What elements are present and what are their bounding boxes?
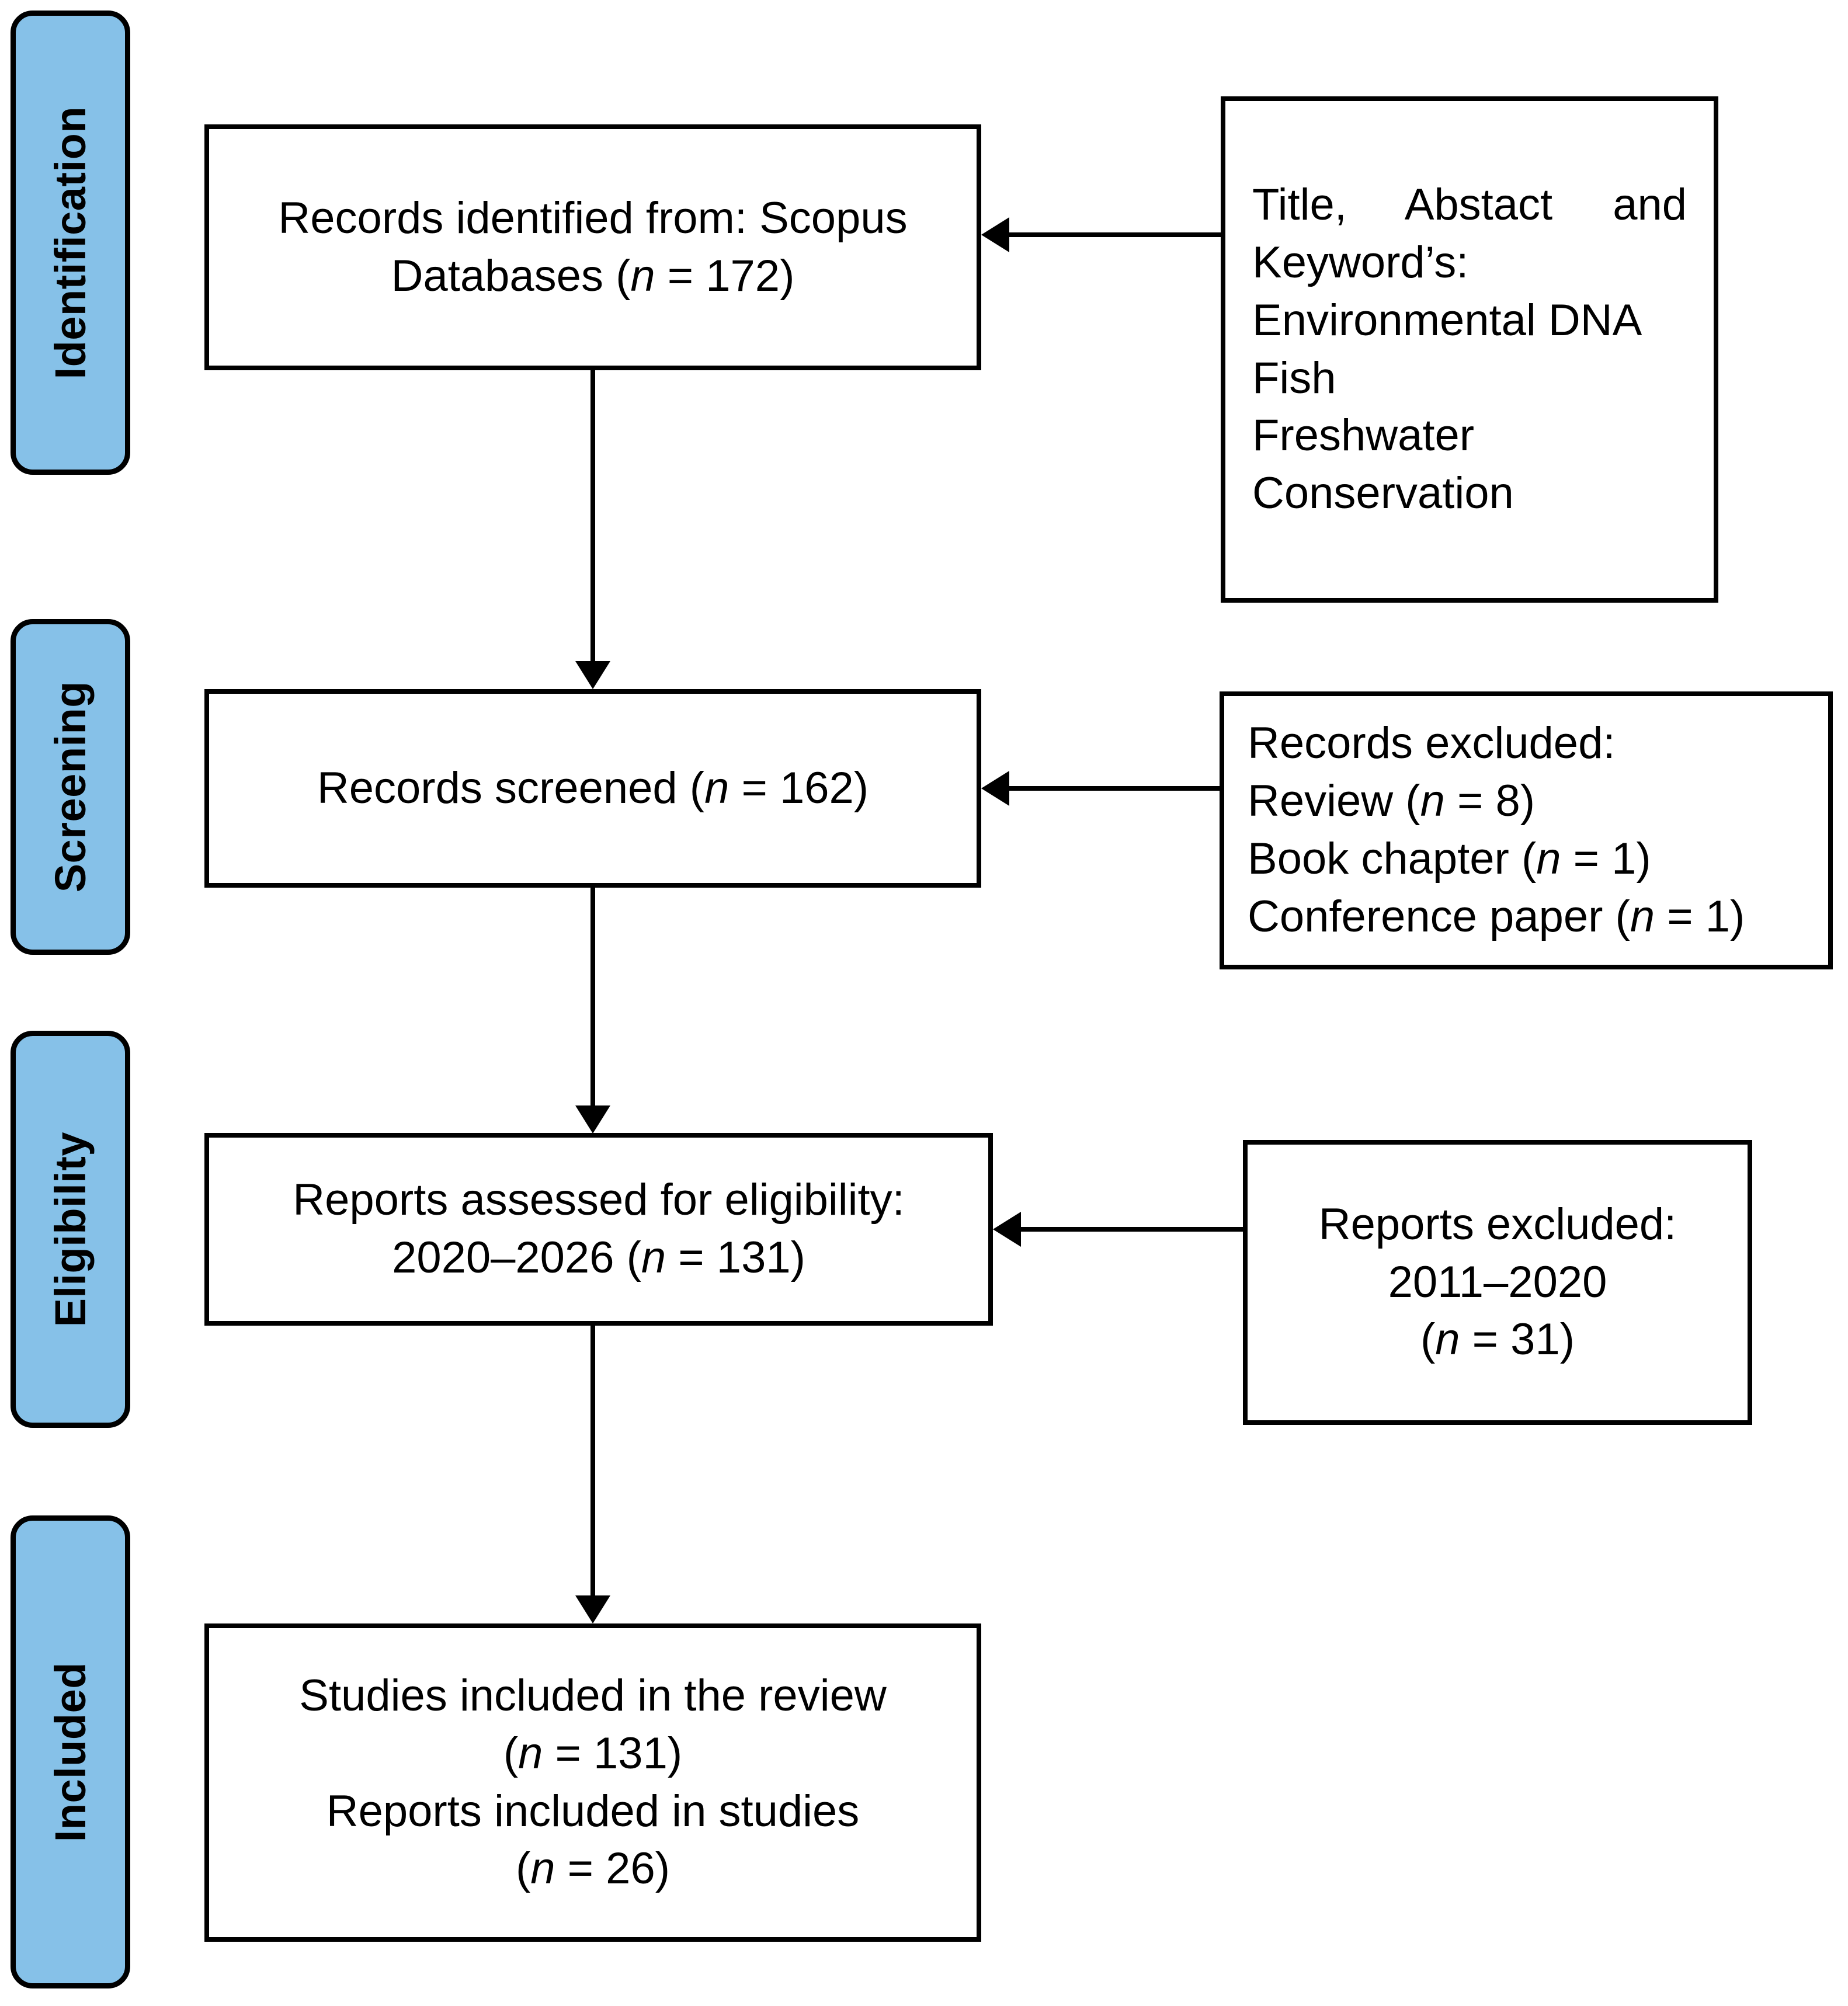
- box-records-excluded: Records excluded: Review (n = 8) Book ch…: [1220, 691, 1833, 969]
- records-excluded-line1: Records excluded:: [1248, 718, 1616, 769]
- box-records-identified: Records identified from: Scopus Database…: [204, 124, 981, 370]
- search-terms-line1: Title, Abstact and: [1252, 180, 1687, 230]
- records-excluded-line3: Book chapter (n = 1): [1248, 834, 1651, 884]
- connector-identified-to-screened: [590, 370, 595, 662]
- studies-included-line1: Studies included in the review: [299, 1670, 887, 1720]
- studies-included-line4: (n = 26): [515, 1844, 671, 1894]
- phase-bar-identification: Identification: [11, 11, 130, 475]
- reports-excluded-line3: (n = 31): [1420, 1315, 1575, 1365]
- arrowhead-reports-excluded-to-assessed: [993, 1212, 1021, 1247]
- box-search-terms-text: Title, Abstact and Keyword’s: Environmen…: [1225, 176, 1714, 523]
- box-records-screened: Records screened (n = 162): [204, 689, 981, 888]
- search-terms-line6: Conservation: [1252, 468, 1514, 519]
- records-screened-line1: Records screened (n = 162): [317, 763, 869, 813]
- connector-search-terms-to-identified: [1009, 232, 1221, 237]
- connector-assessed-to-included: [590, 1326, 595, 1597]
- box-records-screened-text: Records screened (n = 162): [209, 760, 977, 818]
- reports-excluded-line1: Reports excluded:: [1318, 1199, 1677, 1249]
- box-studies-included-text: Studies included in the review (n = 131)…: [209, 1667, 977, 1898]
- reports-excluded-line2: 2011–2020: [1388, 1257, 1607, 1307]
- phase-bar-screening: Screening: [11, 619, 130, 955]
- studies-included-line3: Reports included in studies: [326, 1786, 860, 1836]
- connector-reports-excluded-to-assessed: [1021, 1227, 1243, 1232]
- arrowhead-assessed-to-included: [575, 1595, 610, 1623]
- reports-assessed-line2: 2020–2026 (n = 131): [392, 1233, 805, 1282]
- arrowhead-search-terms-to-identified: [981, 217, 1009, 252]
- box-search-terms: Title, Abstact and Keyword’s: Environmen…: [1221, 96, 1718, 603]
- studies-included-line2: (n = 131): [503, 1728, 683, 1778]
- arrowhead-identified-to-screened: [575, 661, 610, 689]
- records-excluded-line2: Review (n = 8): [1248, 776, 1536, 826]
- box-reports-assessed: Reports assessed for eligibility: 2020–2…: [204, 1133, 993, 1326]
- arrowhead-records-excluded-to-screened: [981, 771, 1009, 806]
- search-terms-line3: Environmental DNA: [1252, 295, 1642, 345]
- box-records-identified-text: Records identified from: Scopus Database…: [209, 190, 977, 305]
- box-reports-excluded: Reports excluded: 2011–2020 (n = 31): [1243, 1140, 1752, 1425]
- phase-bar-included: Included: [11, 1515, 130, 1988]
- records-identified-line1: Records identified from: Scopus: [278, 193, 908, 243]
- records-excluded-line4: Conference paper (n = 1): [1248, 891, 1745, 941]
- connector-records-excluded-to-screened: [1009, 786, 1220, 791]
- box-studies-included: Studies included in the review (n = 131)…: [204, 1623, 981, 1942]
- phase-label-screening: Screening: [46, 681, 95, 893]
- connector-screened-to-assessed: [590, 888, 595, 1107]
- phase-label-included: Included: [46, 1661, 95, 1842]
- box-reports-excluded-text: Reports excluded: 2011–2020 (n = 31): [1248, 1196, 1748, 1369]
- box-reports-assessed-text: Reports assessed for eligibility: 2020–2…: [209, 1171, 988, 1287]
- search-terms-line2: Keyword’s:: [1252, 237, 1469, 287]
- search-terms-line4: Fish: [1252, 353, 1336, 403]
- arrowhead-screened-to-assessed: [575, 1105, 610, 1134]
- search-terms-line5: Freshwater: [1252, 411, 1475, 461]
- phase-label-eligibility: Eligibility: [46, 1131, 95, 1327]
- phase-label-identification: Identification: [46, 106, 95, 380]
- reports-assessed-line1: Reports assessed for eligibility:: [293, 1175, 905, 1225]
- records-identified-line2: Databases (n = 172): [391, 251, 795, 301]
- box-records-excluded-text: Records excluded: Review (n = 8) Book ch…: [1224, 715, 1828, 945]
- phase-bar-eligibility: Eligibility: [11, 1031, 130, 1428]
